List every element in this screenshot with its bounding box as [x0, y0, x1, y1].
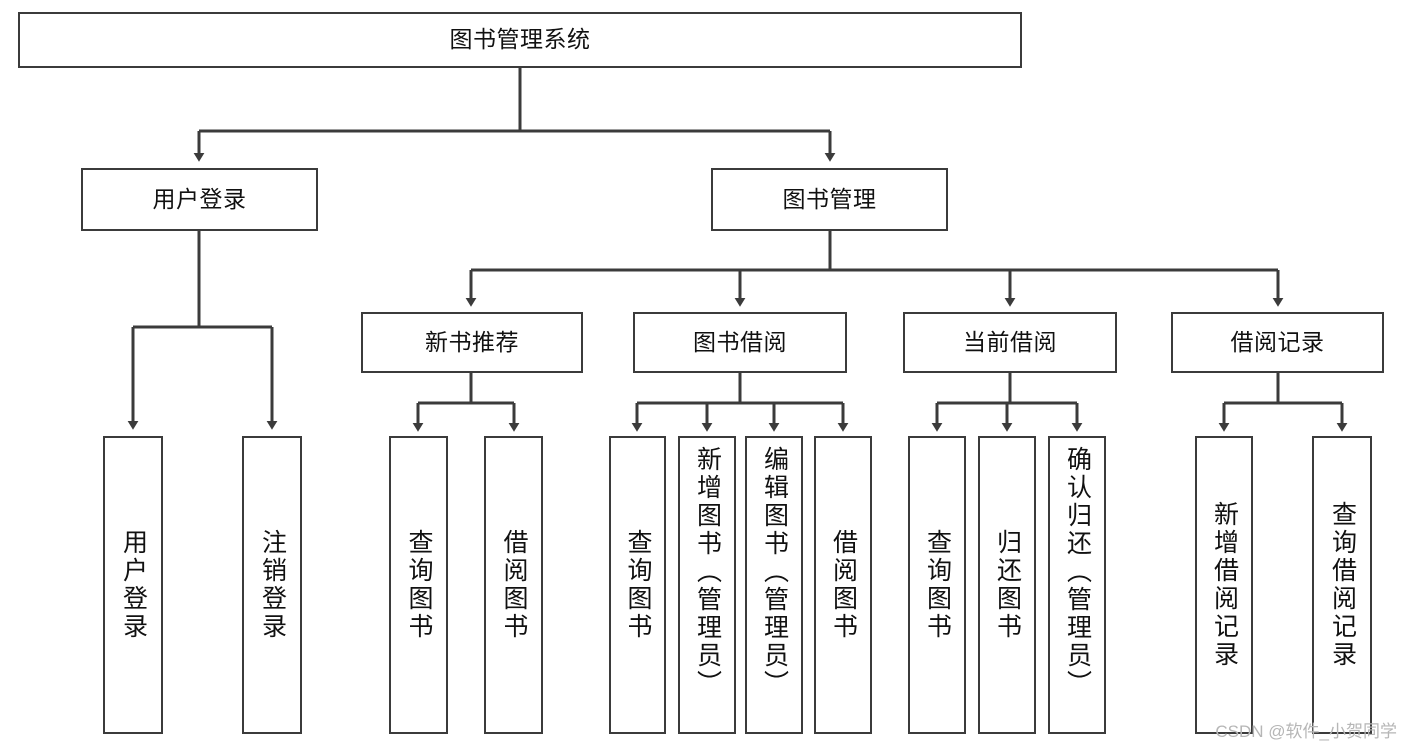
node-leaf-return-book[interactable]: 归还图书	[978, 436, 1036, 734]
node-leaf-add-book-label: 新增图书（管理员）	[693, 446, 722, 698]
node-current-borrow[interactable]: 当前借阅	[903, 312, 1117, 373]
node-borrow-record-label: 借阅记录	[1230, 328, 1325, 355]
node-user-login-label: 用户登录	[152, 185, 247, 212]
node-book-borrow[interactable]: 图书借阅	[633, 312, 847, 373]
node-book-management-label: 图书管理	[782, 185, 877, 212]
node-leaf-query-book-2-label: 查询图书	[624, 529, 652, 641]
node-borrow-record[interactable]: 借阅记录	[1171, 312, 1384, 373]
watermark-text: CSDN @软件_小贺同学	[1215, 722, 1397, 741]
node-leaf-query-book-3[interactable]: 查询图书	[908, 436, 966, 734]
node-leaf-borrow-book-2[interactable]: 借阅图书	[814, 436, 872, 734]
node-leaf-edit-book[interactable]: 编辑图书（管理员）	[745, 436, 803, 734]
node-current-borrow-label: 当前借阅	[963, 328, 1057, 355]
node-leaf-logout[interactable]: 注销登录	[242, 436, 302, 734]
node-leaf-add-record[interactable]: 新增借阅记录	[1195, 436, 1253, 734]
node-leaf-user-login[interactable]: 用户登录	[103, 436, 163, 734]
node-leaf-user-login-label: 用户登录	[119, 529, 148, 641]
node-book-management[interactable]: 图书管理	[711, 168, 948, 231]
node-user-login[interactable]: 用户登录	[81, 168, 318, 231]
node-new-book-recommend-label: 新书推荐	[425, 328, 519, 355]
node-leaf-query-record[interactable]: 查询借阅记录	[1312, 436, 1372, 734]
node-leaf-confirm-return-label: 确认归还（管理员）	[1063, 446, 1092, 698]
node-leaf-add-book[interactable]: 新增图书（管理员）	[678, 436, 736, 734]
node-root[interactable]: 图书管理系统	[18, 12, 1022, 68]
node-leaf-query-record-label: 查询借阅记录	[1328, 501, 1357, 669]
node-leaf-logout-label: 注销登录	[258, 529, 287, 641]
node-leaf-query-book-2[interactable]: 查询图书	[609, 436, 666, 734]
node-leaf-borrow-book-1-label: 借阅图书	[500, 529, 528, 641]
node-book-borrow-label: 图书借阅	[693, 328, 787, 355]
node-leaf-query-book-1[interactable]: 查询图书	[389, 436, 448, 734]
node-leaf-query-book-1-label: 查询图书	[405, 529, 433, 641]
node-leaf-query-book-3-label: 查询图书	[923, 529, 952, 641]
node-leaf-add-record-label: 新增借阅记录	[1210, 501, 1239, 669]
node-leaf-borrow-book-1[interactable]: 借阅图书	[484, 436, 543, 734]
node-new-book-recommend[interactable]: 新书推荐	[361, 312, 583, 373]
node-leaf-return-book-label: 归还图书	[993, 529, 1022, 641]
node-leaf-edit-book-label: 编辑图书（管理员）	[760, 446, 789, 698]
node-leaf-borrow-book-2-label: 借阅图书	[829, 529, 858, 641]
node-leaf-confirm-return[interactable]: 确认归还（管理员）	[1048, 436, 1106, 734]
node-root-label: 图书管理系统	[449, 26, 591, 53]
